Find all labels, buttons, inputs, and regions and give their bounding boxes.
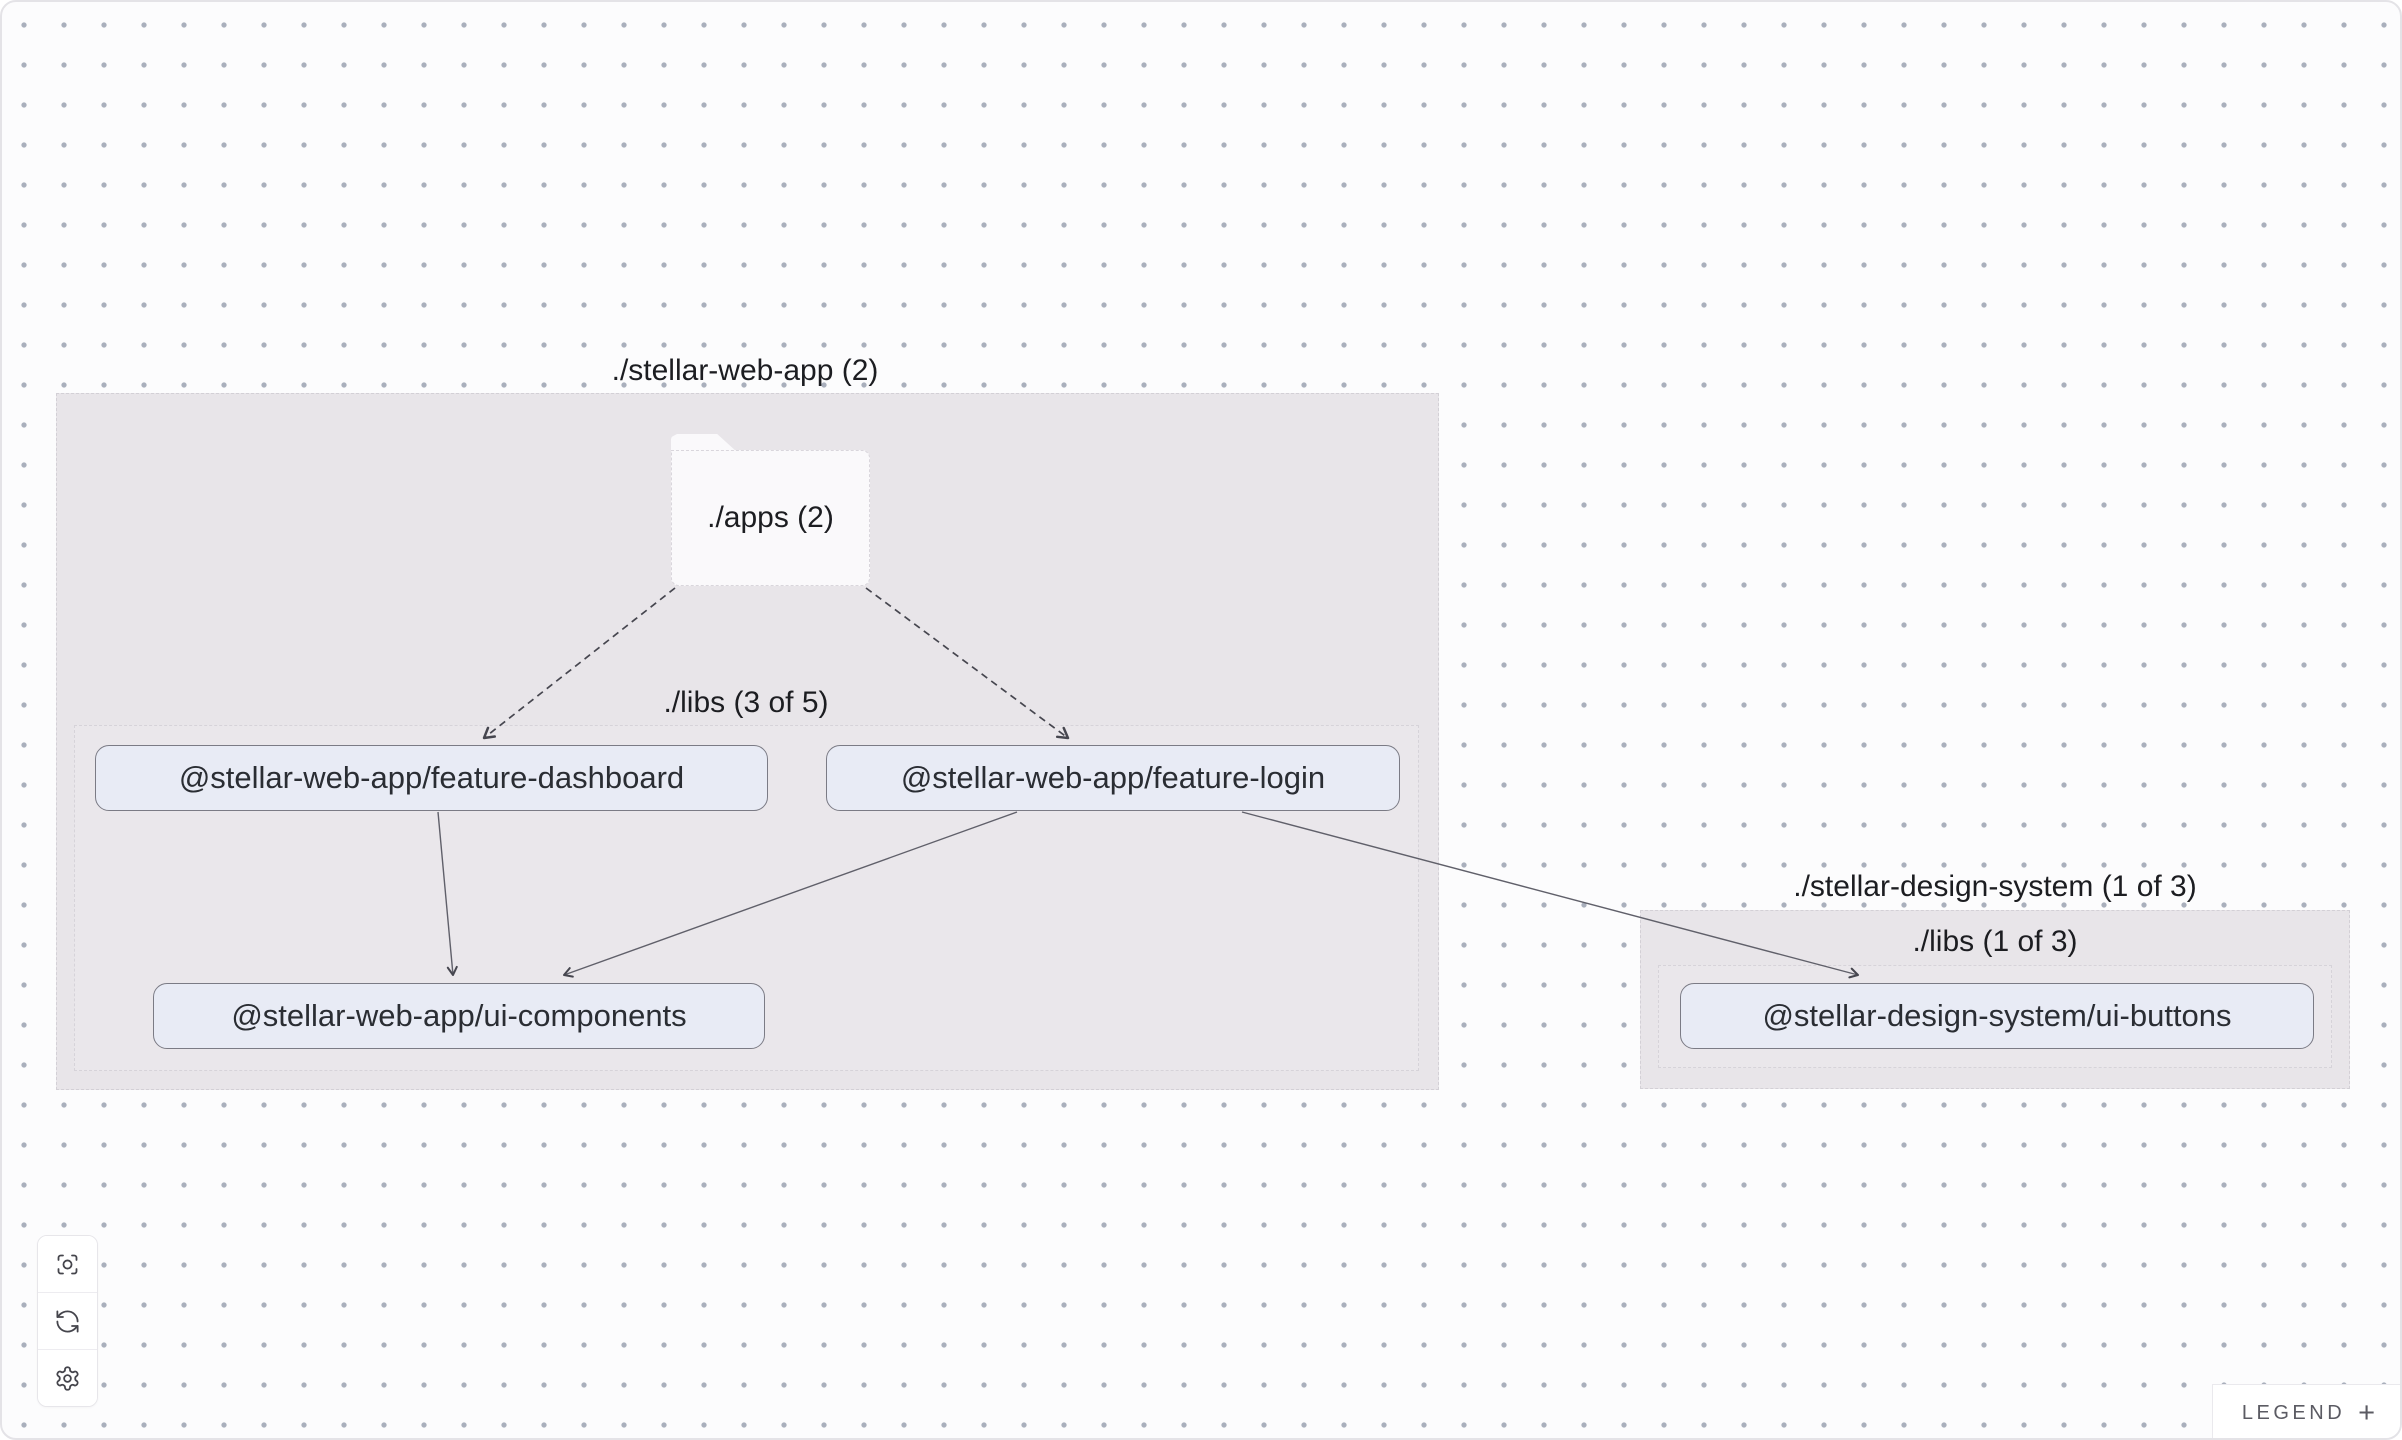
- settings-icon: [56, 1365, 79, 1391]
- node-feature-login[interactable]: @stellar-web-app/feature-login: [826, 745, 1400, 811]
- focus-icon: [57, 1254, 78, 1274]
- folder-tab-shape: [671, 434, 737, 452]
- focus-button[interactable]: [38, 1236, 97, 1292]
- subgroup-title-design-system-libs: ./libs (1 of 3): [1912, 925, 2078, 958]
- node-ui-components[interactable]: @stellar-web-app/ui-components: [153, 983, 765, 1049]
- node-ui-buttons[interactable]: @stellar-design-system/ui-buttons: [1680, 983, 2314, 1049]
- legend-expand-icon: +: [2358, 1397, 2376, 1429]
- settings-button[interactable]: [38, 1349, 97, 1406]
- legend-label: LEGEND: [2241, 1402, 2346, 1424]
- refresh-button[interactable]: [38, 1292, 97, 1349]
- node-feature-dashboard[interactable]: @stellar-web-app/feature-dashboard: [95, 745, 768, 811]
- refresh-icon: [56, 1309, 79, 1333]
- group-title-stellar-design-system: ./stellar-design-system (1 of 3): [1793, 870, 2197, 903]
- folder-node-apps-label: ./apps (2): [671, 450, 870, 586]
- legend-toggle-button[interactable]: LEGEND +: [2212, 1384, 2400, 1438]
- graph-toolbar: [37, 1235, 98, 1407]
- subgroup-title-webapp-libs: ./libs (3 of 5): [663, 686, 829, 719]
- group-title-stellar-web-app: ./stellar-web-app (2): [611, 354, 879, 387]
